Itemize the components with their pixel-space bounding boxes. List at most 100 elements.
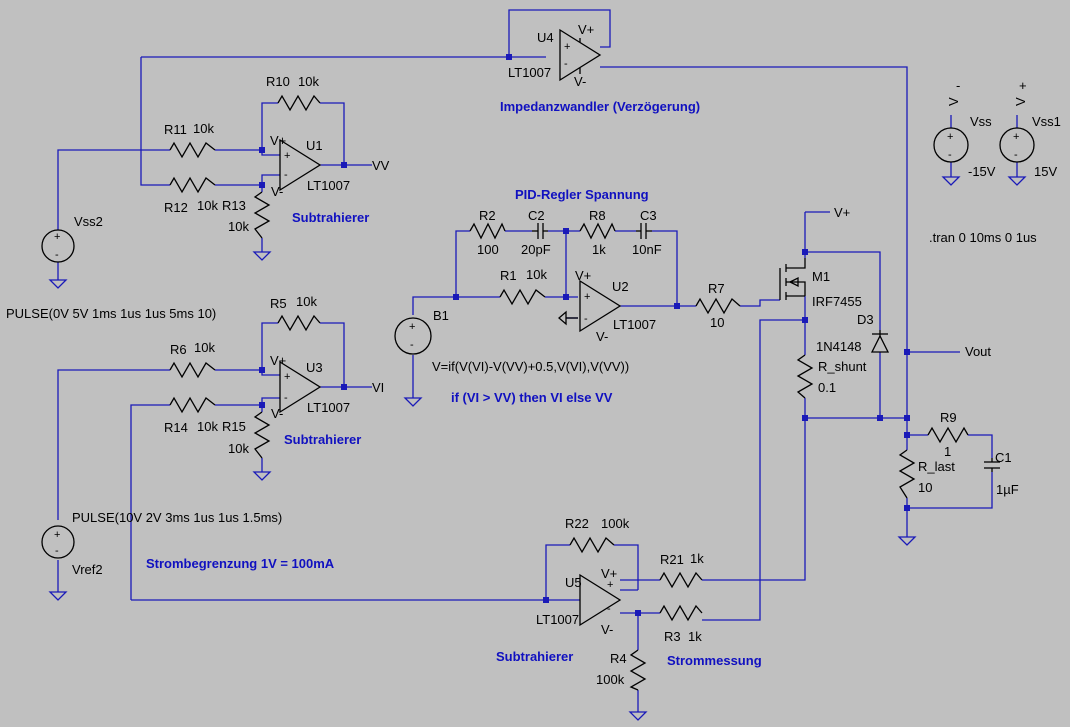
- u4-model: LT1007: [508, 65, 551, 80]
- sim-directive: .tran 0 10ms 0 1us: [929, 230, 1037, 245]
- vss2-ref: Vss2: [74, 214, 103, 229]
- d3-model: 1N4148: [816, 339, 862, 354]
- b1-ref: B1: [433, 308, 449, 323]
- note-sub1: Subtrahierer: [292, 210, 369, 225]
- c1-ref: C1: [995, 450, 1012, 465]
- vss-ref: Vss: [970, 114, 992, 129]
- r22-body: [569, 536, 615, 554]
- note-if: if (VI > VV) then VI else VV: [451, 390, 613, 405]
- vss-value: -15V: [968, 164, 996, 179]
- r5-value: 10k: [296, 294, 317, 309]
- svg-text:-: -: [284, 169, 288, 181]
- svg-text:+: +: [584, 291, 590, 303]
- svg-text:-: -: [55, 249, 59, 261]
- r8-value: 1k: [592, 242, 606, 257]
- rshunt-value: 0.1: [818, 380, 836, 395]
- r5-ref: R5: [270, 296, 287, 311]
- u2-model: LT1007: [613, 317, 656, 332]
- vss1-net-v: V: [1013, 97, 1028, 106]
- r12-value: 10k: [197, 198, 218, 213]
- r14-ref: R14: [164, 420, 188, 435]
- r11-ref: R11: [164, 122, 187, 137]
- vss2-value: PULSE(0V 5V 1ms 1us 1us 5ms 10): [6, 306, 216, 321]
- resistors: [169, 94, 969, 691]
- u2-vplus: V+: [575, 268, 591, 283]
- svg-text:+: +: [947, 131, 953, 143]
- opamp-u3[interactable]: + - U3 LT1007 V+ V-: [270, 353, 350, 421]
- r5-body: [277, 314, 321, 332]
- svg-text:+: +: [1013, 131, 1019, 143]
- vss-net-v: V: [946, 97, 961, 106]
- svg-text:-: -: [1014, 149, 1018, 161]
- svg-text:+: +: [284, 150, 290, 162]
- vss1-value: 15V: [1034, 164, 1057, 179]
- r10-ref: R10: [266, 74, 290, 89]
- svg-text:-: -: [564, 58, 568, 70]
- r8-body: [579, 222, 616, 240]
- diode-d3[interactable]: D3 1N4148: [816, 312, 890, 354]
- svg-text:-: -: [584, 313, 588, 325]
- opamp-u2[interactable]: + - U2 LT1007 V+ V-: [558, 268, 656, 344]
- u1-vminus: V-: [271, 184, 283, 199]
- r7-value: 10: [710, 315, 724, 330]
- source-b1[interactable]: + - B1 V=if(V(VI)-V(VV)+0.5,V(VI),V(VV)): [394, 308, 629, 374]
- note-sub2: Subtrahierer: [284, 432, 361, 447]
- note-limit: Strombegrenzung 1V = 100mA: [146, 556, 335, 571]
- r1-body: [499, 288, 546, 306]
- u3-ref: U3: [306, 360, 323, 375]
- source-vss[interactable]: + - Vss -15V V -: [933, 78, 996, 179]
- mosfet-m1[interactable]: M1 IRF7455: [779, 258, 862, 309]
- r11-value: 10k: [193, 121, 214, 136]
- c3-ref: C3: [640, 208, 657, 223]
- u4-ref: U4: [537, 30, 554, 45]
- r21-ref: R21: [660, 552, 684, 567]
- rshunt-body: [796, 354, 814, 399]
- r3-ref: R3: [664, 629, 681, 644]
- r4-ref: R4: [610, 651, 627, 666]
- u1-model: LT1007: [307, 178, 350, 193]
- r13-value: 10k: [228, 219, 249, 234]
- r21-body: [659, 571, 703, 589]
- r6-body: [169, 361, 216, 379]
- source-vss1[interactable]: + - Vss1 15V V +: [999, 78, 1061, 179]
- net-labels: VV VI Vout V+: [372, 158, 991, 395]
- r7-ref: R7: [708, 281, 725, 296]
- u3-vminus: V-: [271, 406, 283, 421]
- u2-ref: U2: [612, 279, 629, 294]
- svg-text:+: +: [564, 41, 570, 53]
- u2-vminus: V-: [596, 329, 608, 344]
- opamp-u1[interactable]: + - U1 LT1007 V+ V-: [270, 133, 350, 199]
- u5-ref: U5: [565, 575, 582, 590]
- note-pid: PID-Regler Spannung: [515, 187, 649, 202]
- svg-text:+: +: [607, 579, 613, 591]
- r1-ref: R1: [500, 268, 517, 283]
- r3-body: [659, 604, 703, 622]
- r15-ref: R15: [222, 419, 246, 434]
- component-labels: R10 10k R11 10k R12 10k R13 10k R5 10k R…: [164, 74, 1019, 687]
- r12-ref: R12: [164, 200, 188, 215]
- r10-body: [277, 94, 321, 112]
- r15-value: 10k: [228, 441, 249, 456]
- r9-value: 1: [944, 444, 951, 459]
- source-vref2[interactable]: + - Vref2 PULSE(10V 2V 3ms 1us 1us 1.5ms…: [41, 510, 282, 577]
- u5-model: LT1007: [536, 612, 579, 627]
- d3-ref: D3: [857, 312, 874, 327]
- c1-value: 1µF: [996, 482, 1019, 497]
- net-vout: Vout: [965, 344, 991, 359]
- vss1-net-sign: +: [1019, 78, 1027, 93]
- opamp-u5[interactable]: + - U5 LT1007 V+ V-: [536, 566, 622, 637]
- note-sub3: Subtrahierer: [496, 649, 573, 664]
- c3-value: 10nF: [632, 242, 662, 257]
- r4-body: [629, 649, 647, 691]
- r9-ref: R9: [940, 410, 957, 425]
- u1-ref: U1: [306, 138, 323, 153]
- r2-ref: R2: [479, 208, 496, 223]
- c2-value: 20pF: [521, 242, 551, 257]
- svg-text:-: -: [284, 392, 288, 404]
- annotations: Impedanzwandler (Verzögerung) Subtrahier…: [146, 99, 1037, 668]
- source-vss2[interactable]: + - Vss2 PULSE(0V 5V 1ms 1us 1us 5ms 10): [6, 214, 216, 321]
- rlast-ref: R_last: [918, 459, 955, 474]
- opamp-u4[interactable]: + - U4 LT1007 V+ V-: [508, 22, 602, 89]
- rlast-value: 10: [918, 480, 932, 495]
